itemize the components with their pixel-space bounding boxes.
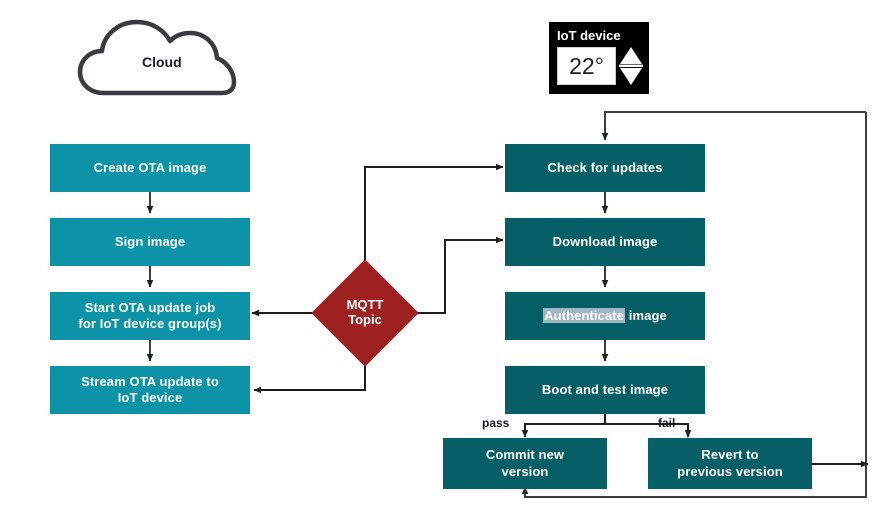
iot-device-temperature-display: 22°	[557, 47, 616, 85]
edge-label-pass: pass	[482, 416, 510, 430]
node-label: Stream OTA update to IoT device	[81, 373, 219, 405]
node-stream-ota-update[interactable]: Stream OTA update to IoT device	[50, 366, 250, 414]
node-create-ota-image[interactable]: Create OTA image	[50, 144, 250, 192]
node-label: Boot and test image	[541, 381, 669, 397]
mqtt-topic-line2: Topic	[348, 312, 382, 327]
node-label: Sign image	[114, 233, 186, 249]
triangle-down-icon	[620, 68, 642, 85]
node-boot-and-test-image[interactable]: Boot and test image	[505, 366, 705, 414]
iot-device-widget[interactable]: IoT device 22°	[549, 22, 649, 94]
node-label: Commit new version	[485, 447, 565, 479]
node-commit-new-version[interactable]: Commit new version	[443, 438, 607, 489]
node-download-image[interactable]: Download image	[505, 218, 705, 266]
node-revert-to-previous-version[interactable]: Revert to previous version	[648, 438, 812, 489]
authenticate-word-highlighted: Authenticate	[543, 307, 626, 323]
iot-device-stepper[interactable]	[619, 46, 643, 86]
stepper-divider	[619, 64, 643, 67]
triangle-up-icon	[620, 47, 642, 64]
node-mqtt-topic[interactable]: MQTT Topic	[311, 259, 419, 367]
node-label: Create OTA image	[93, 159, 207, 175]
node-label: Authenticate image	[543, 307, 667, 324]
iot-device-title: IoT device	[557, 28, 621, 43]
node-label: Revert to previous version	[677, 447, 783, 479]
mqtt-topic-label: MQTT Topic	[346, 297, 384, 328]
edge-label-fail: fail	[658, 416, 676, 430]
node-label: Download image	[552, 233, 658, 249]
node-label: Check for updates	[547, 159, 663, 175]
mqtt-topic-line1: MQTT	[346, 297, 384, 313]
node-start-ota-update-job[interactable]: Start OTA update job for IoT device grou…	[50, 292, 250, 340]
node-check-for-updates[interactable]: Check for updates	[505, 144, 705, 192]
cloud-label: Cloud	[142, 54, 182, 70]
node-authenticate-image[interactable]: Authenticate image	[505, 292, 705, 340]
node-sign-image[interactable]: Sign image	[50, 218, 250, 266]
authenticate-word-image: image	[628, 307, 667, 323]
cloud-shape	[77, 19, 237, 96]
node-label: Start OTA update job for IoT device grou…	[78, 299, 222, 331]
